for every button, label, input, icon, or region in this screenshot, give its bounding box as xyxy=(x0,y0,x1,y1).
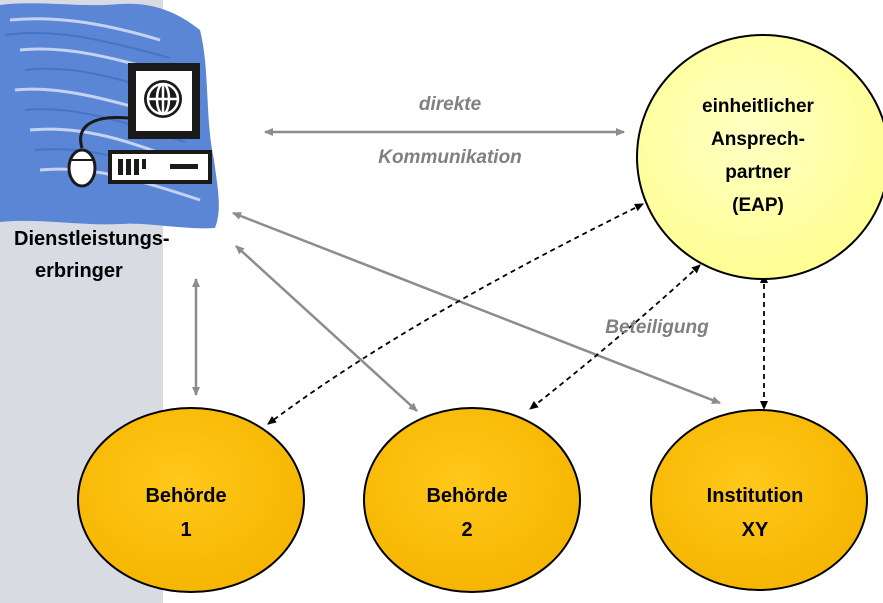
direct-label-line1: direkte xyxy=(419,94,482,115)
provider-authority2-arrow xyxy=(235,245,418,412)
institution-line1: Institution xyxy=(707,485,804,507)
provider-label-line1: Dienstleistungs- xyxy=(14,228,170,250)
eap-authority2-dashed-arrow xyxy=(529,264,701,410)
eap-label-line3: partner xyxy=(725,162,791,183)
computer-with-globe-icon xyxy=(67,63,212,188)
authority-node-2: Behörde 2 xyxy=(363,407,581,593)
eap-label-line2: Ansprech- xyxy=(711,129,805,150)
provider-label-line2: erbringer xyxy=(35,260,123,282)
eap-label-line4: (EAP) xyxy=(732,195,784,216)
authority-2-line1: Behörde xyxy=(426,485,507,507)
institution-line2: XY xyxy=(742,519,769,541)
authority-2-line2: 2 xyxy=(461,519,472,541)
authority-1-line2: 1 xyxy=(180,519,191,541)
institution-node: Institution XY xyxy=(650,409,868,591)
participation-label: Beteiligung xyxy=(605,317,709,338)
eap-node: einheitlicher Ansprech- partner (EAP) xyxy=(636,34,883,280)
authority-node-1: Behörde 1 xyxy=(77,407,305,593)
provider-institution-arrow xyxy=(232,211,721,405)
authority-1-line1: Behörde xyxy=(145,485,226,507)
eap-authority1-dashed-arrow xyxy=(267,203,644,425)
direct-label-line2: Kommunikation xyxy=(378,147,522,168)
eap-label-line1: einheitlicher xyxy=(702,96,815,117)
